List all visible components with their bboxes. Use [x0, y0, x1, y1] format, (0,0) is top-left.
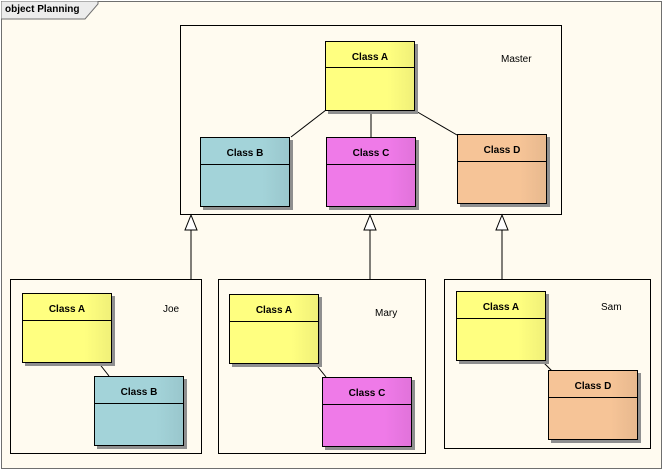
package-name-joe: Joe: [163, 304, 180, 315]
class-label: Class A: [48, 304, 86, 315]
class-divider: [23, 320, 111, 321]
class-label: Class C: [352, 148, 390, 159]
class-c-mary[interactable]: Class C: [322, 377, 412, 447]
package-name-mary: Mary: [375, 308, 398, 319]
class-label: Class A: [351, 52, 389, 63]
class-label: Class D: [483, 145, 521, 156]
frame-tab: [1, 1, 99, 20]
class-label: Class A: [482, 302, 520, 313]
class-a-joe[interactable]: Class A: [22, 293, 112, 363]
class-divider: [230, 321, 318, 322]
package-name-sam: Sam: [601, 302, 622, 313]
class-divider: [457, 318, 545, 319]
package-name-master: Master: [501, 54, 532, 65]
class-divider: [458, 161, 546, 162]
class-label: Class B: [226, 148, 264, 159]
class-c-master[interactable]: Class C: [326, 137, 416, 207]
class-divider: [95, 403, 183, 404]
class-divider: [201, 164, 289, 165]
class-d-sam[interactable]: Class D: [548, 370, 638, 440]
class-b-joe[interactable]: Class B: [94, 376, 184, 446]
class-d-master[interactable]: Class D: [457, 134, 547, 204]
class-divider: [326, 67, 414, 68]
class-b-master[interactable]: Class B: [200, 137, 290, 207]
class-label: Class B: [120, 387, 158, 398]
class-divider: [549, 397, 637, 398]
class-divider: [323, 404, 411, 405]
class-a-mary[interactable]: Class A: [229, 294, 319, 364]
class-divider: [327, 164, 415, 165]
class-a-master[interactable]: Class A: [325, 41, 415, 111]
frame-title: object Planning: [5, 4, 80, 15]
class-label: Class A: [255, 305, 293, 316]
class-label: Class C: [348, 388, 386, 399]
class-label: Class D: [574, 381, 612, 392]
class-a-sam[interactable]: Class A: [456, 291, 546, 361]
